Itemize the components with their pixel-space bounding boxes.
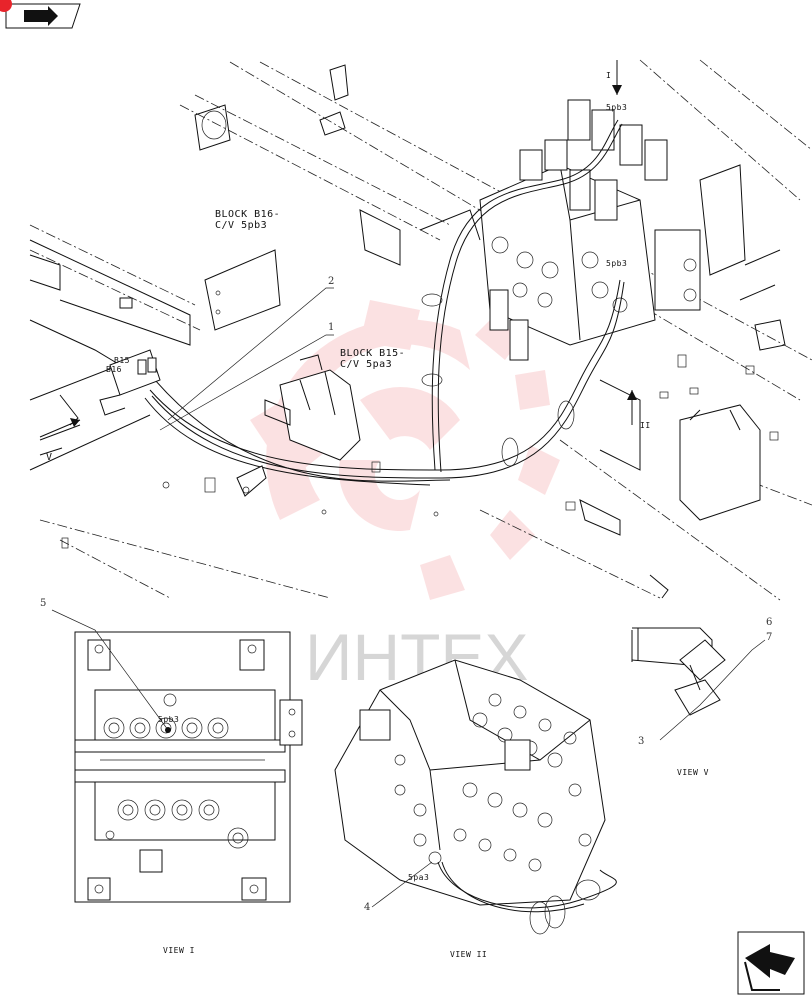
view-v-drawing: 3 6 7 bbox=[631, 617, 772, 747]
port-5pb3-side-label: 5pb3 bbox=[606, 259, 627, 268]
callout-5: 5 bbox=[40, 598, 46, 609]
view-arrow-ii bbox=[627, 390, 637, 425]
callout-2: 2 bbox=[328, 276, 334, 287]
callout-1: 1 bbox=[328, 322, 334, 333]
connector-b15-label: B15 bbox=[114, 356, 130, 365]
main-assembly-drawing: V I II BLOCK B16- C/V 5pb3 BLOCK B15- C/… bbox=[29, 59, 812, 601]
callout-4: 4 bbox=[364, 902, 370, 913]
view-arrow-v-label: V bbox=[46, 452, 53, 463]
port-5pb3-view1-label: 5pb3 bbox=[158, 715, 179, 724]
port-5pb3-top-label: 5pb3 bbox=[606, 103, 627, 112]
port-5pa3-view2-label: 5pa3 bbox=[408, 873, 429, 882]
view-arrow-v bbox=[39, 418, 81, 438]
block-b16-label: BLOCK B16- bbox=[215, 209, 280, 220]
view-arrow-ii-label: II bbox=[640, 421, 651, 430]
connector-block-b15-b16 bbox=[99, 349, 161, 416]
red-corner-badge bbox=[0, 0, 12, 12]
page-forward-arrow-icon bbox=[744, 944, 795, 991]
page-back-arrow-icon bbox=[24, 6, 58, 26]
hydraulic-hoses bbox=[144, 119, 625, 497]
control-valve-assembly bbox=[479, 99, 701, 361]
view-2-drawing: 5pa3 4 bbox=[334, 659, 617, 935]
connector-b16-label: B16 bbox=[106, 365, 122, 374]
block-b16-port-label: C/V 5pb3 bbox=[215, 220, 267, 231]
view-2-caption: VIEW II bbox=[450, 950, 487, 959]
block-b15-label: BLOCK B15- bbox=[340, 348, 405, 359]
page-forward-button[interactable] bbox=[737, 931, 805, 995]
page-back-button[interactable] bbox=[0, 0, 81, 29]
view-arrow-i-label: I bbox=[606, 71, 611, 80]
view-1-caption: VIEW I bbox=[163, 946, 195, 955]
block-b15-port-label: C/V 5pa3 bbox=[340, 359, 392, 370]
view-1-drawing: 5pb3 5 bbox=[40, 598, 303, 903]
view-v-caption: VIEW V bbox=[677, 768, 709, 777]
callout-6: 6 bbox=[766, 617, 772, 628]
callout-3: 3 bbox=[638, 736, 644, 747]
view-arrow-i bbox=[612, 60, 622, 95]
callout-7: 7 bbox=[766, 632, 772, 643]
